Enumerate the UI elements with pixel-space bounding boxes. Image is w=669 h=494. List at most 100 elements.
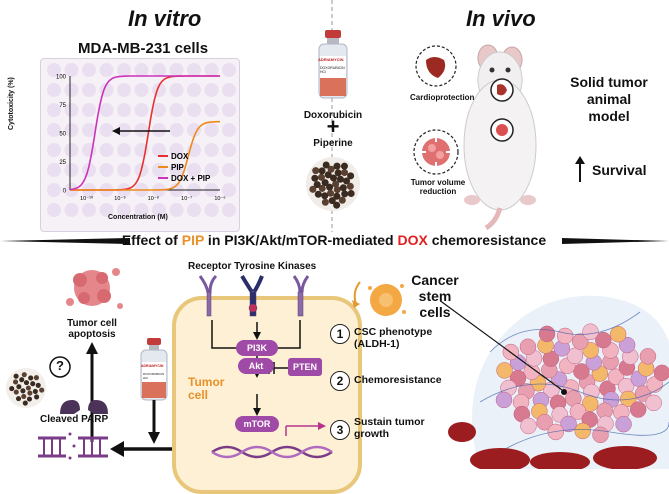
seed [330, 174, 338, 182]
seed [312, 167, 320, 175]
seed [9, 386, 15, 392]
plate-well [152, 63, 166, 77]
csc-label: Cancer stem cells [411, 272, 459, 320]
vial-bottom-subtitle: DOXORUBICIN HCl [143, 372, 165, 380]
legend-entry: PIP [171, 163, 185, 172]
tumor-cell [573, 363, 590, 380]
plate-well [134, 123, 149, 137]
seed [311, 174, 319, 182]
seed [347, 190, 355, 198]
plate-well [82, 83, 96, 97]
x-tick-label: 10⁻⁹ [114, 195, 125, 202]
y-axis-label: Cytotoxicity (%) [8, 77, 15, 130]
piperine-seeds-bottom [6, 368, 46, 408]
banner-prefix: Effect of [121, 232, 182, 248]
seed [343, 177, 351, 185]
tumor-cell [520, 417, 537, 435]
plate-well [204, 163, 219, 177]
outcome-1-number: 1 [330, 324, 350, 344]
plate-well [134, 83, 149, 97]
seed [33, 375, 39, 381]
series-line-pip [70, 120, 220, 191]
x-tick-label: 10⁻¹⁰ [80, 195, 94, 202]
plate-well [134, 203, 149, 217]
question-mark: ? [56, 358, 64, 373]
banner-title: Effect of PIP in PI3K/Akt/mTOR-mediated … [98, 232, 570, 248]
plate-well [134, 103, 149, 117]
seed [339, 184, 347, 192]
tumor-cell [639, 348, 657, 365]
y-tick-label: 50 [59, 132, 66, 138]
plate-well [117, 83, 131, 97]
doxorubicin-vial-bottom [140, 338, 168, 401]
tumor-cell [560, 415, 577, 433]
seed [32, 388, 38, 394]
tumor-cell [569, 403, 587, 420]
seed [340, 162, 348, 170]
plate-well [152, 103, 166, 117]
heart-icon [415, 45, 457, 87]
tumor-cell [536, 413, 553, 431]
plate-well [152, 163, 166, 177]
seed [314, 190, 322, 198]
plate-well [47, 203, 61, 217]
apoptotic-cell-icon [66, 268, 123, 309]
plate-well [64, 163, 79, 177]
plate-well [222, 183, 236, 197]
tumor-cell [574, 422, 591, 440]
tumor-cell [653, 364, 669, 382]
seed [13, 379, 19, 385]
plate-well [169, 123, 184, 137]
plate-well [82, 63, 96, 77]
tumor-reduction-icon [413, 129, 459, 175]
seed [336, 175, 344, 183]
seed [333, 192, 341, 200]
seed [340, 169, 349, 177]
plate-well [222, 123, 236, 137]
plate-well [82, 103, 96, 117]
seed [26, 396, 33, 402]
cleaved-parp-label: Cleaved PARP [40, 414, 109, 425]
plate-well [222, 83, 236, 97]
seed [347, 172, 355, 180]
tumor-cell [645, 394, 662, 412]
seed [317, 173, 325, 181]
seed [333, 201, 341, 209]
seed [16, 384, 22, 390]
plate-well [99, 63, 114, 77]
akt-node: Akt [238, 358, 274, 374]
plate-well [117, 143, 131, 157]
question-circle [49, 356, 71, 378]
plate-well [222, 103, 236, 117]
plate-well [187, 123, 201, 137]
apoptosis-label: Tumor cell apoptosis [67, 318, 117, 340]
plate-well [64, 103, 79, 117]
plate-well [152, 123, 166, 137]
tumor-mass-illustration [440, 295, 669, 469]
plate-well [47, 83, 61, 97]
x-tick-label: 10⁻⁷ [181, 195, 192, 202]
plate-well [134, 63, 149, 77]
plate-well [47, 63, 61, 77]
seed [321, 179, 329, 187]
cardioprotection-label: Cardioprotection [410, 93, 475, 102]
vial-brand: ADRIAMYCIN [318, 57, 344, 62]
plate-well [47, 163, 61, 177]
tumor-cell [609, 325, 627, 343]
seed [22, 400, 28, 406]
piperine-label: Piperine [313, 138, 353, 149]
tumor-cell [615, 415, 632, 433]
seed [25, 385, 31, 391]
plate-well [99, 143, 114, 157]
seed [327, 165, 335, 173]
plate-well [152, 203, 166, 217]
y-tick-label: 75 [59, 103, 66, 109]
tumor-cell [595, 331, 612, 349]
banner-line-right [562, 238, 669, 244]
outcome-2-number: 2 [330, 371, 350, 391]
seed [326, 189, 335, 197]
plate-well [64, 123, 79, 137]
plate-well [152, 143, 166, 157]
plate-well [222, 203, 236, 217]
